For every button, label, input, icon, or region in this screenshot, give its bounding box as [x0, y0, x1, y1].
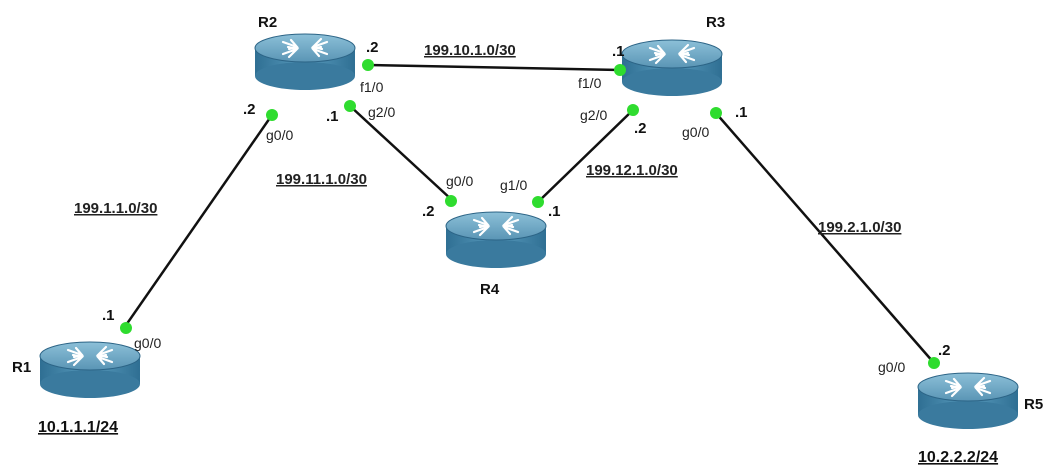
interface-label: g0/0 — [878, 359, 905, 375]
network-label: 199.10.1.0/30 — [424, 42, 516, 59]
host-id: .1 — [102, 307, 115, 324]
router-ip: 10.2.2.2/24 — [918, 449, 998, 465]
interface-label: g0/0 — [446, 173, 473, 189]
network-label: 199.1.1.0/30 — [74, 200, 157, 217]
port-r4-g0-0[interactable] — [445, 195, 457, 207]
router-r5[interactable] — [916, 371, 1020, 431]
link-r1-r2 — [122, 114, 274, 329]
host-id: .2 — [366, 39, 379, 56]
router-ip: 10.1.1.1/24 — [38, 419, 118, 436]
router-icon — [444, 210, 548, 270]
host-id: .1 — [548, 203, 561, 220]
router-r4[interactable] — [444, 210, 548, 270]
router-icon — [253, 32, 357, 92]
host-id: .2 — [422, 203, 435, 220]
router-name: R1 — [12, 359, 31, 376]
port-r2-f1-0[interactable] — [362, 59, 374, 71]
router-icon — [620, 38, 724, 98]
port-r3-g0-0[interactable] — [710, 107, 722, 119]
router-icon — [38, 340, 142, 400]
router-r2[interactable] — [253, 32, 357, 92]
router-r3[interactable] — [620, 38, 724, 98]
link-r2-r3 — [367, 63, 621, 72]
port-r2-g0-0[interactable] — [266, 109, 278, 121]
host-id: .1 — [735, 104, 748, 121]
interface-label: g1/0 — [500, 177, 527, 193]
interface-label: g0/0 — [266, 127, 293, 143]
port-r5-g0-0[interactable] — [928, 357, 940, 369]
router-name: R5 — [1024, 396, 1043, 413]
interface-label: g2/0 — [580, 107, 607, 123]
host-id: .2 — [243, 101, 256, 118]
port-r2-g2-0[interactable] — [344, 100, 356, 112]
interface-label: f1/0 — [578, 75, 602, 91]
host-id: .1 — [326, 108, 339, 125]
interface-label: g0/0 — [682, 124, 709, 140]
network-label: 199.12.1.0/30 — [586, 162, 678, 179]
port-r3-f1-0[interactable] — [614, 64, 626, 76]
router-name: R4 — [480, 281, 500, 298]
host-id: .2 — [938, 342, 951, 359]
port-r1-g0-0[interactable] — [120, 322, 132, 334]
network-label: 199.11.1.0/30 — [276, 171, 367, 188]
host-id: .2 — [634, 120, 647, 137]
router-name: R3 — [706, 14, 725, 31]
link-r3-r5 — [714, 111, 935, 364]
port-r4-g1-0[interactable] — [532, 196, 544, 208]
interface-label: g0/0 — [134, 335, 161, 351]
router-name: R2 — [258, 14, 277, 31]
interface-label: g2/0 — [368, 104, 395, 120]
link-r2-r4 — [349, 105, 453, 201]
router-r1[interactable] — [38, 340, 142, 400]
router-icon — [916, 371, 1020, 431]
interface-label: f1/0 — [360, 79, 384, 95]
link-r3-r4 — [537, 109, 634, 203]
port-r3-g2-0[interactable] — [627, 104, 639, 116]
network-label: 199.2.1.0/30 — [818, 219, 901, 236]
host-id: .1 — [612, 43, 625, 60]
